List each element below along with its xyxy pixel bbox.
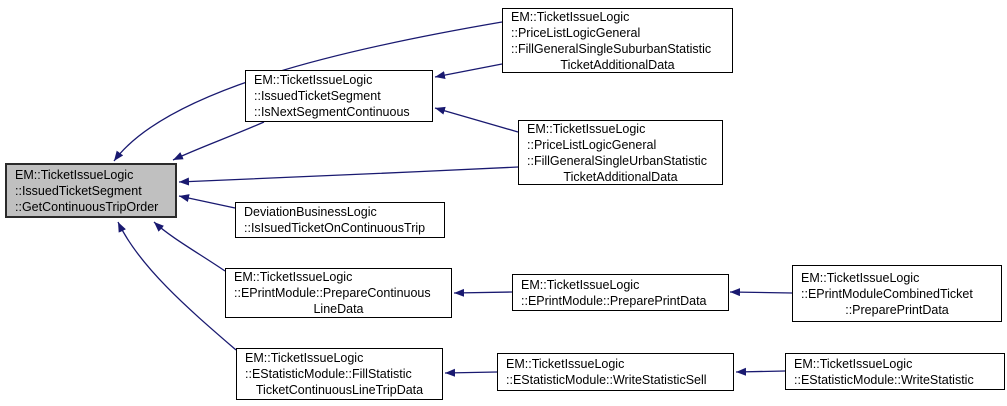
node-label-line: ::IssuedTicketSegment [254,89,381,103]
node-label-line: EM::TicketIssueLogic [245,351,364,365]
node-label-line: ::IsIsuedTicketOnContinuousTrip [244,221,426,235]
node-label-line: EM::TicketIssueLogic [254,73,373,87]
node-label-line: ::PriceListLogicGeneral [511,25,641,40]
node-fill-statistic-ticket-continuous-line-trip-data[interactable]: EM::TicketIssueLogic ::EStatisticModule:… [236,348,443,400]
node-label-line: ::PreparePrintData [845,302,949,317]
edge-writesell-to-fillstat [444,368,498,377]
node-get-continuous-trip-order: EM::TicketIssueLogic ::IssuedTicketSegme… [5,163,177,218]
node-write-statistic[interactable]: EM::TicketIssueLogic ::EStatisticModule:… [785,353,1005,390]
node-label-line: DeviationBusinessLogic [244,205,377,219]
node-is-next-segment-continuous[interactable]: EM::TicketIssueLogic ::IssuedTicketSegme… [245,70,433,122]
node-label-line: EM::TicketIssueLogic [511,9,630,24]
node-label-line: ::GetContinuousTripOrder [15,199,159,214]
node-label-line: LineData [313,302,364,316]
node-prepare-print-data[interactable]: EM::TicketIssueLogic ::EPrintModule::Pre… [512,274,729,311]
node-fill-general-single-suburban-statistic[interactable]: EM::TicketIssueLogic ::PriceListLogicGen… [502,8,733,73]
node-label-line: TicketAdditionalData [563,169,678,184]
node-combined-ticket-prepare-print-data[interactable]: EM::TicketIssueLogic ::EPrintModuleCombi… [792,265,1002,322]
node-label-line: ::EPrintModule::PrepareContinuous [234,286,431,300]
node-label-line: EM::TicketIssueLogic [234,270,353,284]
node-label-line: ::IsNextSegmentContinuous [254,105,410,119]
node-label-line: TicketAdditionalData [560,57,675,72]
node-label-line: TicketContinuousLineTripData [255,383,424,397]
edge-combined-to-prepareprint [729,288,793,297]
edge-fillstat-to-main [117,221,237,351]
node-prepare-continuous-line-data[interactable]: EM::TicketIssueLogic ::EPrintModule::Pre… [225,268,452,318]
node-label-line: ::EPrintModule::PreparePrintData [521,293,707,308]
node-fill-general-single-urban-statistic[interactable]: EM::TicketIssueLogic ::PriceListLogicGen… [518,120,723,185]
edge-prepareprint-to-preparecont [453,288,513,297]
edge-preparecont-to-main [153,221,226,272]
node-label-line: EM::TicketIssueLogic [15,167,134,182]
node-label-line: ::FillGeneralSingleUrbanStatistic [527,153,707,168]
node-label-line: ::IssuedTicketSegment [15,183,142,198]
edge-deviation-to-main [178,194,236,209]
node-label-line: EM::TicketIssueLogic [801,270,920,285]
node-label-line: EM::TicketIssueLogic [794,356,913,371]
edge-suburban-to-isnext [434,63,503,80]
node-label-line: EM::TicketIssueLogic [506,357,625,371]
node-is-isued-ticket-on-continuous-trip[interactable]: DeviationBusinessLogic ::IsIsuedTicketOn… [235,202,445,238]
node-write-statistic-sell[interactable]: EM::TicketIssueLogic ::EStatisticModule:… [497,353,734,391]
node-label-line: ::FillGeneralSingleSuburbanStatistic [511,41,712,56]
node-label-line: ::EStatisticModule::WriteStatisticSell [506,373,707,387]
edge-urban-to-main [178,166,519,186]
node-label-line: ::PriceListLogicGeneral [527,137,657,152]
node-label-line: ::EStatisticModule::WriteStatistic [794,372,974,387]
edge-writestat-to-writesell [735,367,786,376]
node-label-line: EM::TicketIssueLogic [527,121,646,136]
edge-isnext-to-main [172,121,265,161]
edge-urban-to-isnext [434,106,519,133]
node-label-line: ::EPrintModuleCombinedTicket [801,286,973,301]
node-label-line: ::EStatisticModule::FillStatistic [245,367,412,381]
node-label-line: EM::TicketIssueLogic [521,277,640,292]
